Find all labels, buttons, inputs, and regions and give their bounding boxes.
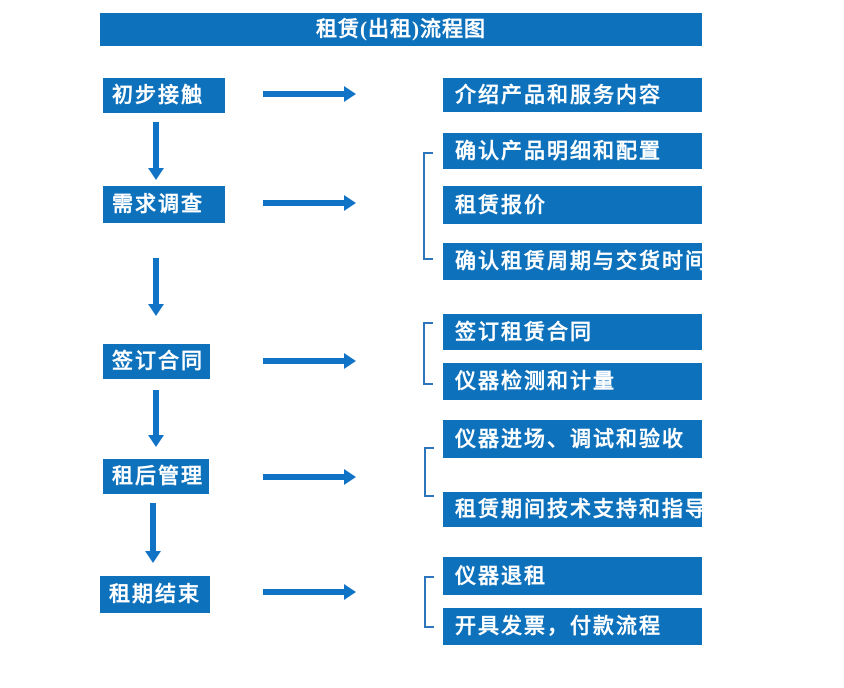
step-box-rental-end: 租期结束	[100, 576, 210, 613]
arrow-down-4-stem	[150, 503, 156, 553]
arrow-right-1	[263, 86, 356, 102]
arrow-right-1-head	[344, 86, 356, 102]
arrow-down-4	[145, 503, 161, 563]
arrow-right-5	[263, 584, 356, 600]
detail-box-technical-support: 租赁期间技术支持和指导	[443, 492, 706, 527]
detail-box-sign-rental-contract: 签订租赁合同	[443, 314, 702, 350]
arrow-right-3	[263, 353, 356, 369]
arrow-right-4-stem	[263, 474, 346, 480]
arrow-down-4-head	[145, 551, 161, 563]
arrow-right-2	[263, 195, 356, 211]
flowchart-title: 租赁(出租)流程图	[100, 13, 702, 46]
detail-box-confirm-product-details: 确认产品明细和配置	[443, 133, 702, 169]
detail-box-confirm-rental-period: 确认租赁周期与交货时间	[443, 243, 706, 280]
group-bracket-demand-survey	[423, 152, 433, 260]
step-box-initial-contact: 初步接触	[103, 78, 225, 113]
detail-box-instrument-testing: 仪器检测和计量	[443, 363, 702, 400]
arrow-right-2-head	[344, 195, 356, 211]
step-box-post-rental-management: 租后管理	[103, 459, 209, 494]
arrow-down-2-head	[148, 304, 164, 316]
group-bracket-post-rental	[424, 447, 434, 497]
arrow-down-2	[148, 258, 164, 316]
detail-box-invoice-payment: 开具发票，付款流程	[443, 608, 702, 645]
arrow-down-1	[148, 122, 164, 180]
arrow-right-2-stem	[263, 200, 346, 206]
step-box-demand-survey: 需求调查	[103, 186, 225, 223]
arrow-down-2-stem	[153, 258, 159, 306]
arrow-right-4-head	[344, 469, 356, 485]
group-bracket-rental-end	[424, 576, 434, 628]
arrow-right-3-head	[344, 353, 356, 369]
detail-box-rental-quote: 租赁报价	[443, 186, 702, 224]
detail-box-introduce-product-service: 介绍产品和服务内容	[443, 78, 702, 112]
arrow-right-3-stem	[263, 358, 346, 364]
arrow-right-5-stem	[263, 589, 346, 595]
arrow-right-5-head	[344, 584, 356, 600]
arrow-down-1-head	[148, 168, 164, 180]
arrow-down-3	[148, 390, 164, 447]
arrow-down-3-head	[148, 435, 164, 447]
arrow-right-4	[263, 469, 356, 485]
step-box-sign-contract: 签订合同	[103, 344, 210, 379]
detail-box-instrument-return: 仪器退租	[443, 557, 702, 595]
detail-box-instrument-setup: 仪器进场、调试和验收	[443, 420, 702, 458]
group-bracket-sign-contract	[423, 322, 433, 385]
arrow-down-3-stem	[153, 390, 159, 437]
arrow-down-1-stem	[153, 122, 159, 170]
arrow-right-1-stem	[263, 91, 346, 97]
